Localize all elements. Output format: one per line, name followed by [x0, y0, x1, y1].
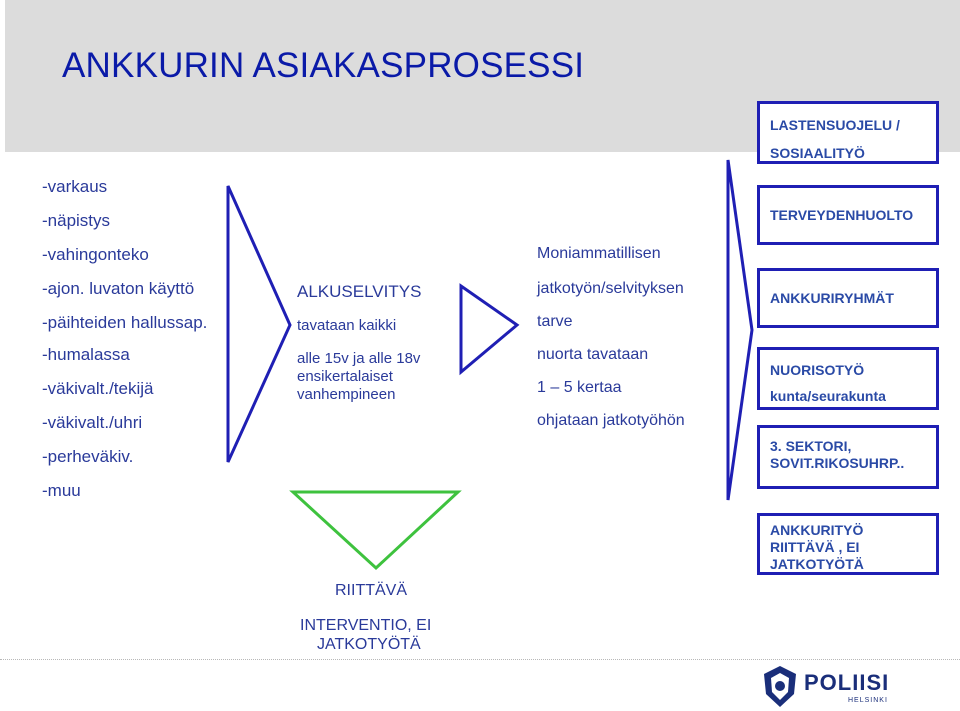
arrow-to-targets — [726, 159, 754, 501]
multi-line: nuorta tavataan — [537, 346, 649, 363]
police-logo: POLIISI HELSINKI — [760, 664, 910, 709]
list-item: -päihteiden hallussap. — [42, 313, 208, 332]
multi-line: Moniammatillisen — [537, 245, 661, 262]
page-title: ANKKURIN ASIAKASPROSESSI — [62, 46, 585, 85]
box-label: 3. SEKTORI, — [770, 438, 852, 454]
logo-city: HELSINKI — [848, 697, 888, 704]
sufficient-line: RIITTÄVÄ — [335, 582, 408, 599]
sufficient-line: JATKOTYÖTÄ — [317, 636, 421, 653]
sufficient-line: INTERVENTIO, EI — [300, 617, 432, 634]
initial-survey-line: alle 15v ja alle 18v — [297, 350, 421, 367]
arrow-to-initial-survey — [226, 185, 292, 463]
multi-line: ohjataan jatkotyöhön — [537, 412, 685, 429]
initial-survey-line: vanhempineen — [297, 386, 396, 403]
logo-wordmark: POLIISI — [804, 670, 890, 695]
box-label: SOVIT.RIKOSUHRP.. — [770, 455, 905, 471]
list-item: -muu — [42, 481, 81, 500]
box-third-sector: 3. SEKTORI, SOVIT.RIKOSUHRP.. — [757, 425, 939, 489]
box-health-care: TERVEYDENHUOLTO — [757, 185, 939, 245]
list-item: -perheväkiv. — [42, 447, 134, 466]
list-item: -näpistys — [42, 211, 111, 230]
list-item: -humalassa — [42, 345, 130, 364]
box-label: TERVEYDENHUOLTO — [770, 207, 914, 223]
list-item: -varkaus — [42, 177, 108, 196]
box-anchor-groups: ANKKURIRYHMÄT — [757, 268, 939, 328]
box-label: ANKKURITYÖ — [770, 522, 864, 538]
initial-survey-heading: ALKUSELVITYS — [297, 282, 422, 301]
box-anchor-work: ANKKURITYÖ RIITTÄVÄ , EI JATKOTYÖTÄ — [757, 513, 939, 575]
box-child-welfare: LASTENSUOJELU / SOSIAALITYÖ — [757, 101, 939, 164]
arrow-to-multiprofessional — [459, 283, 520, 376]
box-label: kunta/seurakunta — [770, 388, 886, 404]
box-youth-work: NUORISOTYÖ kunta/seurakunta — [757, 347, 939, 410]
list-item: -ajon. luvaton käyttö — [42, 279, 195, 298]
multi-line: 1 – 5 kertaa — [537, 379, 622, 396]
list-item: -vahingonteko — [42, 245, 149, 264]
list-item: -väkivalt./tekijä — [42, 379, 154, 398]
multi-line: jatkotyön/selvityksen — [537, 280, 684, 297]
list-item: -väkivalt./uhri — [42, 413, 143, 432]
box-label: RIITTÄVÄ , EI — [770, 539, 860, 555]
footer-divider — [0, 659, 960, 660]
initial-survey-line: tavataan kaikki — [297, 317, 397, 334]
box-label: LASTENSUOJELU / — [770, 117, 900, 133]
initial-survey-line: ensikertalaiset — [297, 368, 393, 385]
box-label: NUORISOTYÖ — [770, 362, 865, 378]
arrow-down-sufficient — [289, 490, 462, 571]
box-label: JATKOTYÖTÄ — [770, 556, 864, 572]
box-label: ANKKURIRYHMÄT — [770, 290, 894, 306]
police-badge-icon — [764, 666, 796, 707]
box-label: SOSIAALITYÖ — [770, 145, 865, 161]
multi-line: tarve — [537, 313, 573, 330]
